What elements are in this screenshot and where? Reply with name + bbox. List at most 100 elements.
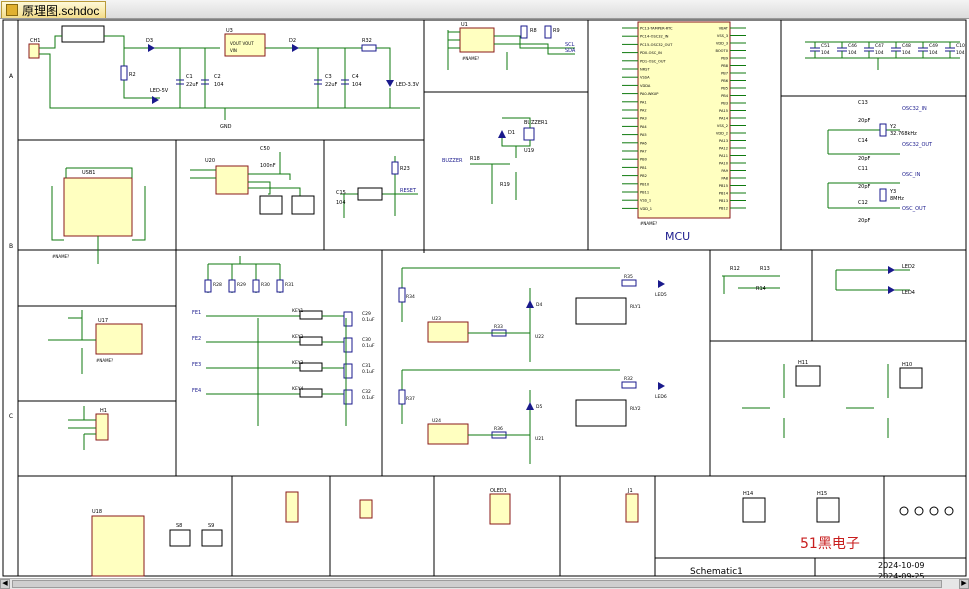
decap-value: 104 — [902, 50, 911, 56]
c12-label: C12 — [858, 200, 868, 206]
reset-section: R23 RESET C15 104 — [336, 156, 418, 218]
mcu-pin-left-label: PD0-OSC_IN — [640, 51, 662, 55]
mcu-pin-right-label: PB8 — [721, 64, 729, 68]
buzzer-section: BUZZER1 D1 BUZZER R18 R19 U19 — [442, 117, 548, 204]
title-block-date: 2024-10-09 — [878, 561, 925, 570]
mcu-pin-right-label: VSS_3 — [717, 34, 728, 38]
key-debounce-cap — [343, 337, 353, 353]
decap-label: C47 — [875, 43, 884, 49]
relay-led-label: LED5 — [655, 292, 667, 298]
optocoupler — [427, 423, 469, 445]
flyback-diode-label: D5 — [536, 404, 542, 410]
u19-label: U19 — [524, 148, 534, 154]
mcu-pin-right-label: VDD_3 — [716, 42, 728, 46]
reset-button — [357, 187, 383, 201]
h14-label: H14 — [743, 491, 753, 497]
u3-vout-pins: VOUT VOUT — [230, 41, 254, 46]
key-pullup-resistor — [228, 279, 236, 293]
r14-label: R14 — [756, 286, 766, 292]
resistor-r32 — [361, 44, 377, 52]
header-h13 — [359, 499, 373, 519]
c11-value: 20pF — [858, 184, 871, 190]
zone-label-b: B — [9, 243, 13, 250]
flyback-diode — [526, 300, 534, 308]
c3-label: C3 — [325, 74, 332, 80]
net-buzzer: BUZZER — [442, 158, 463, 164]
u1-value: #NAME? — [462, 56, 479, 61]
key-cap-label: C31 — [362, 363, 371, 369]
key-cap-value: 0.1uF — [362, 343, 375, 349]
relay-coil — [575, 399, 627, 427]
relay-resistor — [398, 287, 406, 303]
eeprom-section: U1 R8 R9 SCL SDA #NAME? — [447, 22, 576, 70]
led-resistor — [621, 381, 637, 389]
horizontal-scrollbar[interactable]: ◀ ▶ — [0, 578, 969, 589]
mcu-pin-left-label: PA2 — [640, 109, 647, 113]
crystal-8m — [879, 188, 887, 202]
key-switch — [299, 336, 323, 346]
sensor-section: U17 #NAME? — [48, 310, 143, 374]
r8-label: R8 — [530, 28, 537, 34]
c4-value: 104 — [352, 82, 362, 88]
schematic-sheet[interactable]: A B C CH1 — [0, 18, 969, 581]
key-cap-value: 0.1uF — [362, 317, 375, 323]
r23-label: R23 — [400, 166, 410, 172]
mcu-pin-right-label: PA10 — [719, 162, 729, 166]
buzzer-bzr1 — [523, 127, 535, 141]
power-section: CH1 D3 R2 LED-5V C1 22uF — [28, 25, 420, 130]
optocoupler-label: U24 — [432, 418, 441, 424]
mcu-pin-right-label: PA11 — [719, 154, 728, 158]
decap-label: C10 — [956, 43, 965, 49]
mcu-pin-right-label: VDD_2 — [716, 132, 728, 136]
key-debounce-cap — [343, 389, 353, 405]
c13-label: C13 — [858, 100, 868, 106]
mcu-pin-right-label: PB13 — [719, 199, 728, 203]
key-cap-value: 0.1uF — [362, 369, 375, 375]
header-h15 — [816, 497, 840, 523]
document-tab-bar: 原理图.schdoc — [0, 0, 969, 19]
oled-module — [489, 493, 511, 525]
u17-value: #NAME? — [96, 358, 113, 363]
relay-label: RLY2 — [630, 406, 641, 412]
decap-label: C51 — [821, 43, 830, 49]
relay-transistor-label: U21 — [535, 436, 544, 442]
h15-label: H15 — [817, 491, 827, 497]
c4-label: C4 — [352, 74, 359, 80]
relay-label: RLY1 — [630, 304, 641, 310]
usb-uart-u20 — [215, 165, 249, 195]
y2-label: Y2 — [889, 124, 896, 130]
mcu-pin-left-label: PC14-OSC32_IN — [640, 35, 669, 39]
mcu-pin-left-label: PC15-OSC32_OUT — [640, 43, 673, 47]
mcu-pin-right-label: PA12 — [719, 147, 728, 151]
module-u18 — [91, 515, 145, 577]
usb1-value: #NAME? — [52, 254, 69, 259]
relay-resistor-label: R34 — [406, 294, 415, 300]
mcu-pin-left-label: PA7 — [640, 150, 647, 154]
c50-value: 100nF — [260, 163, 276, 169]
header-h12 — [285, 491, 299, 523]
resistor-r2 — [120, 65, 128, 81]
led33-label: LED-3.3V — [396, 82, 420, 88]
key-cap-label: C30 — [362, 337, 371, 343]
power-gnd-label: GND — [220, 124, 232, 130]
resistor-r8 — [520, 25, 528, 39]
key-switch-label: KEY3 — [292, 360, 304, 366]
led5v-label: LED-5V — [150, 88, 169, 94]
u1-label: U1 — [461, 22, 468, 28]
h11-label: H11 — [798, 360, 808, 366]
decap-label: C49 — [929, 43, 938, 49]
mcu-pin-left-label: PA6 — [640, 141, 647, 145]
tab-schematic[interactable]: 原理图.schdoc — [1, 1, 107, 18]
relay-coil — [575, 297, 627, 325]
h10-label: H10 — [902, 362, 912, 368]
y2-value: 32.768kHz — [890, 131, 917, 137]
zone-label-c: C — [9, 413, 13, 420]
mcu-pin-right-label: PA14 — [719, 117, 729, 121]
bottom-modules: U18 S8 S9 OLED1 J1 H14 H15 51黑电子 Schemat… — [91, 488, 954, 581]
mcu-pin-right-label: PA8 — [721, 177, 728, 181]
mcu-title: MCU — [665, 230, 690, 243]
optocoupler — [427, 321, 469, 343]
key-switch-label: KEY1 — [292, 308, 304, 314]
scroll-thumb[interactable] — [12, 580, 942, 588]
